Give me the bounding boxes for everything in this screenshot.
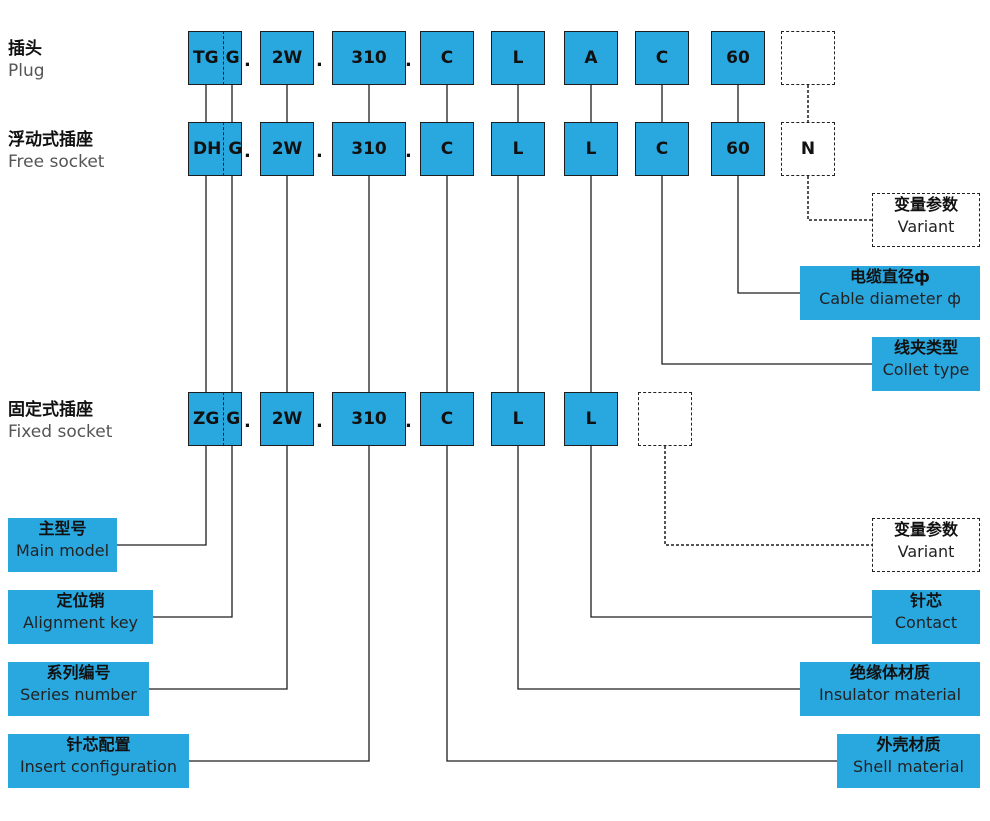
code-box-variant: N <box>781 122 835 176</box>
legend-zh: 针芯配置 <box>66 735 131 754</box>
code-box-collet: C <box>635 122 689 176</box>
legend-en: Variant <box>897 542 955 561</box>
legend-en: Shell material <box>853 757 964 776</box>
dot-separator: . <box>405 141 412 162</box>
code-box-insert: 310 <box>332 122 406 176</box>
row-label-plug: 插头 Plug <box>8 38 45 82</box>
code-box-shell: C <box>420 122 474 176</box>
code-box-series: 2W <box>260 31 314 85</box>
legend-collet-type: 线夹类型 Collet type <box>872 337 980 391</box>
connector-line <box>189 446 370 762</box>
code-box-insulator: L <box>491 122 545 176</box>
legend-en: Alignment key <box>22 613 139 632</box>
connector-line <box>737 176 800 294</box>
code-box-insert: 310 <box>332 31 406 85</box>
code-box-series: 2W <box>260 392 314 446</box>
variant-dashed-line <box>664 446 872 546</box>
legend-insert-configuration: 针芯配置 Insert configuration <box>8 734 189 788</box>
dot-separator: . <box>316 50 323 71</box>
legend-zh: 绝缘体材质 <box>849 663 930 682</box>
code-box-shell: C <box>420 392 474 446</box>
legend-alignment-key: 定位销 Alignment key <box>8 590 153 644</box>
connector-line <box>149 446 288 690</box>
dot-separator: . <box>244 411 251 432</box>
code-box-shell: C <box>420 31 474 85</box>
code-box-main-model: DH G <box>188 122 242 176</box>
code-box-contact: L <box>564 122 618 176</box>
connector-line <box>153 446 233 618</box>
legend-en: Cable diameter ф <box>819 289 961 308</box>
dot-separator: . <box>244 50 251 71</box>
legend-en: Series number <box>20 685 137 704</box>
legend-en: Contact <box>894 613 958 632</box>
legend-zh: 变量参数 <box>893 520 958 539</box>
connector-line <box>117 446 207 546</box>
code-separator <box>223 392 224 446</box>
code-prefix: ZG <box>193 409 220 429</box>
code-alignment: G <box>228 139 243 159</box>
legend-zh: 针芯 <box>909 591 942 610</box>
code-alignment: G <box>225 48 240 68</box>
code-box-cable: 60 <box>711 31 765 85</box>
connector-line <box>590 446 872 618</box>
dot-separator: . <box>316 411 323 432</box>
legend-variant: 变量参数 Variant <box>872 518 980 572</box>
code-box-cable: 60 <box>711 122 765 176</box>
legend-contact: 针芯 Contact <box>872 590 980 644</box>
legend-main-model: 主型号 Main model <box>8 518 117 572</box>
legend-zh: 电缆直径ф <box>850 267 930 286</box>
row-label-zh: 插头 <box>8 39 42 59</box>
legend-shell-material: 外壳材质 Shell material <box>837 734 980 788</box>
legend-insulator-material: 绝缘体材质 Insulator material <box>800 662 980 716</box>
dot-separator: . <box>405 50 412 71</box>
legend-zh: 定位销 <box>56 591 105 610</box>
code-box-insulator: L <box>491 31 545 85</box>
variant-dashed-line <box>807 176 872 221</box>
legend-zh: 线夹类型 <box>893 338 958 357</box>
legend-zh: 外壳材质 <box>876 735 941 754</box>
legend-zh: 变量参数 <box>893 195 958 214</box>
dot-separator: . <box>316 141 323 162</box>
code-prefix: DH <box>193 139 222 159</box>
code-box-collet: C <box>635 31 689 85</box>
code-separator <box>223 122 224 176</box>
code-alignment: G <box>226 409 241 429</box>
row-label-zh: 浮动式插座 <box>8 130 93 150</box>
legend-en: Main model <box>15 541 110 560</box>
connector-line <box>661 176 872 365</box>
row-label-en: Plug <box>8 61 45 81</box>
row-label-zh: 固定式插座 <box>8 400 93 420</box>
dot-separator: . <box>405 411 412 432</box>
code-box-variant <box>781 31 835 85</box>
row-label-en: Free socket <box>8 152 105 172</box>
code-prefix: TG <box>193 48 219 68</box>
legend-zh: 系列编号 <box>46 663 111 682</box>
code-separator <box>223 31 224 85</box>
code-box-variant <box>638 392 692 446</box>
code-box-insulator: L <box>491 392 545 446</box>
code-box-contact: L <box>564 392 618 446</box>
row-label-en: Fixed socket <box>8 422 113 442</box>
legend-variant: 变量参数 Variant <box>872 193 980 247</box>
code-box-main-model: TG G <box>188 31 242 85</box>
dot-separator: . <box>244 141 251 162</box>
connector-line <box>517 446 800 690</box>
code-box-insert: 310 <box>332 392 406 446</box>
legend-series-number: 系列编号 Series number <box>8 662 149 716</box>
code-box-main-model: ZG G <box>188 392 242 446</box>
legend-en: Collet type <box>882 360 970 379</box>
connector-line <box>446 446 837 762</box>
legend-en: Insert configuration <box>19 757 178 776</box>
legend-zh: 主型号 <box>38 519 87 538</box>
row-label-fixed-socket: 固定式插座 Fixed socket <box>8 399 112 443</box>
code-box-series: 2W <box>260 122 314 176</box>
row-label-free-socket: 浮动式插座 Free socket <box>8 129 104 173</box>
legend-en: Variant <box>897 217 955 236</box>
legend-cable-diameter: 电缆直径ф Cable diameter ф <box>800 266 980 320</box>
legend-en: Insulator material <box>818 685 962 704</box>
code-box-contact: A <box>564 31 618 85</box>
